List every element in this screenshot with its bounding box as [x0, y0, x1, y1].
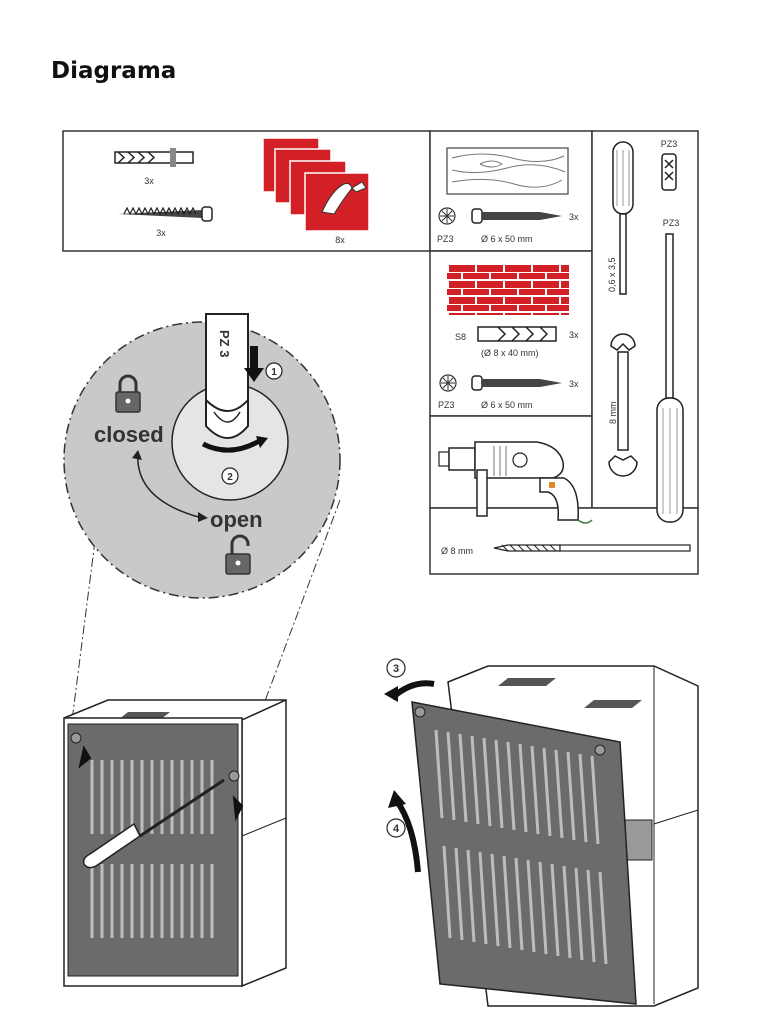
down-arrow-icon	[244, 346, 264, 382]
drill-icon	[438, 441, 593, 524]
small-screwdriver-icon	[612, 141, 634, 295]
drill-bit-size: Ø 8 mm	[441, 546, 473, 556]
cabinet-opening: 3 4	[384, 658, 699, 1007]
double-arrow-icon	[137, 451, 203, 519]
up-arrow-icon	[232, 795, 244, 822]
wrench-size: 8 mm	[608, 402, 618, 425]
pz-bit-icon	[439, 374, 457, 392]
large-screwdriver-icon	[656, 233, 684, 523]
screwdriver-bit-icon	[205, 313, 249, 439]
brick-anchor-qty: 3x	[569, 330, 579, 340]
brick-anchor-size: (Ø 8 x 40 mm)	[481, 348, 539, 358]
step4-marker: 4	[393, 823, 400, 835]
lock-open-icon	[225, 534, 251, 575]
small-screwdriver-size: 0,6 x 3,5	[607, 257, 617, 292]
page-title: Diagrama	[51, 58, 177, 84]
wood-screw-size: Ø 6 x 50 mm	[481, 234, 533, 244]
rotate-arrow-icon	[201, 437, 263, 453]
lock-closed-icon	[115, 374, 141, 413]
cabinet-closed	[63, 698, 287, 988]
sticker-stack-icon	[262, 137, 370, 232]
tools-box: 0,6 x 3,5 PZ3 PZ3 8 mm Ø 8 mm	[429, 130, 699, 575]
brick-screw-size: Ø 6 x 50 mm	[481, 400, 533, 410]
parts-box: 3x 3x 8x	[62, 130, 431, 252]
wrench-icon	[608, 333, 638, 477]
wood-plank-icon	[446, 147, 569, 195]
screw-icon	[118, 206, 213, 222]
brick-wall-icon	[447, 265, 569, 315]
brick-anchor-icon	[477, 326, 557, 342]
step2-marker: 2	[227, 472, 233, 483]
curved-arrow-icon	[389, 680, 435, 701]
wood-screw-qty: 3x	[569, 212, 579, 222]
step3-marker: 3	[393, 663, 399, 675]
lock-detail: PZ 3 1 2 closed open	[63, 313, 341, 769]
large-screwdriver-label: PZ3	[663, 218, 680, 228]
screwdriver-icon	[82, 778, 225, 869]
closed-label: closed	[94, 422, 164, 447]
wood-screw-icon	[471, 208, 562, 224]
pz-bit-icon	[438, 207, 456, 225]
drill-bit-icon	[493, 544, 691, 552]
brick-anchor-type: S8	[455, 332, 466, 342]
screw-qty: 3x	[156, 228, 166, 238]
wall-anchor-icon	[114, 148, 194, 167]
bit-label: PZ 3	[217, 330, 232, 357]
open-label: open	[210, 507, 263, 532]
brick-bit-label: PZ3	[438, 400, 455, 410]
wood-bit-label: PZ3	[437, 234, 454, 244]
anchor-qty: 3x	[144, 176, 154, 186]
pz3-bit-icon	[661, 153, 677, 191]
brick-screw-icon	[471, 375, 562, 391]
bit-top-label: PZ3	[661, 139, 678, 149]
brick-box: S8 3x (Ø 8 x 40 mm) 3x PZ3 Ø 6 x 50 mm	[429, 250, 593, 417]
up-arrow-icon	[78, 745, 92, 769]
sticker-qty: 8x	[335, 235, 345, 245]
brick-screw-qty: 3x	[569, 379, 579, 389]
wood-box: 3x PZ3 Ø 6 x 50 mm	[429, 130, 593, 252]
step1-marker: 1	[271, 367, 277, 378]
vent-grille-icon	[498, 678, 642, 708]
